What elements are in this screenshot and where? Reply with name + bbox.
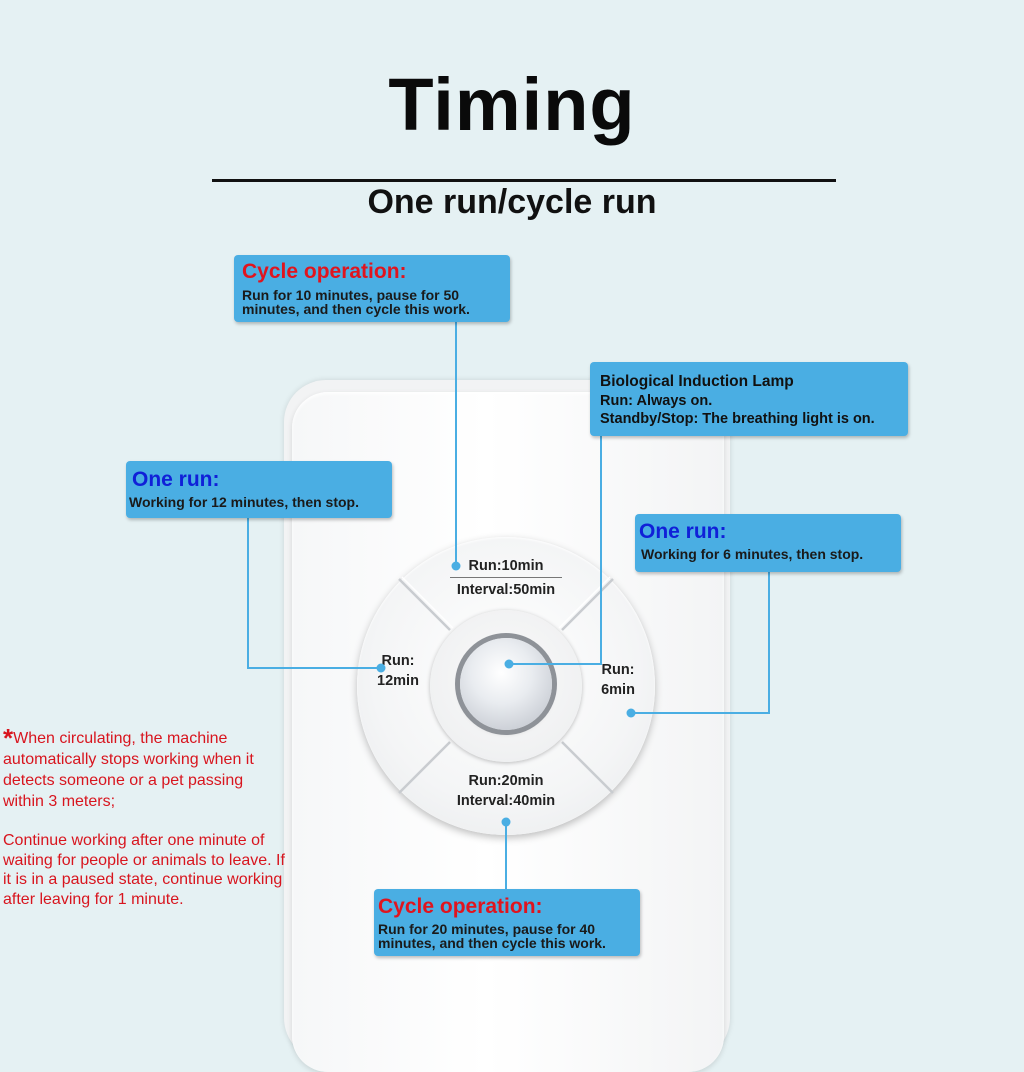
leader-dot-top <box>451 561 461 571</box>
button-right-line2: 6min <box>601 682 635 698</box>
button-left-line1: Run: <box>381 653 415 669</box>
leader-dot-left <box>376 663 386 673</box>
leader-dot-lamp <box>504 659 514 669</box>
callout-lamp-title: Biological Induction Lamp <box>600 373 794 390</box>
leader-dot-right <box>626 708 636 718</box>
leader-right <box>631 570 770 714</box>
title-divider <box>212 179 836 182</box>
callout-one-run-left: One run: Working for 12 minutes, then st… <box>126 461 392 518</box>
callout-one-run-right-head: One run: <box>639 520 727 543</box>
callout-cycle-bottom-body: Run for 20 minutes, pause for 40 minutes… <box>378 921 606 951</box>
note-circulating: *When circulating, the machine automatic… <box>3 725 288 812</box>
note-asterisk: * <box>3 723 14 753</box>
button-top-separator <box>450 577 562 578</box>
button-right-line1: Run: <box>601 662 635 678</box>
button-bottom-run: Run:20min <box>468 773 544 789</box>
button-top-label[interactable]: Run:10min Interval:50min <box>450 556 562 600</box>
leader-dot-bottom <box>501 817 511 827</box>
induction-lamp <box>460 638 552 730</box>
callout-cycle-top: Cycle operation: Run for 10 minutes, pau… <box>234 255 510 322</box>
button-left-line2: 12min <box>377 673 419 689</box>
page-subtitle: One run/cycle run <box>367 183 657 221</box>
callout-lamp-line1: Run: Always on. <box>600 393 713 409</box>
button-bottom-label[interactable]: Run:20min Interval:40min <box>446 771 566 811</box>
callout-cycle-bottom-head: Cycle operation: <box>378 895 543 918</box>
note-continue: Continue working after one minute of wai… <box>3 832 285 908</box>
callout-one-run-left-head: One run: <box>132 468 220 491</box>
callout-cycle-bottom: Cycle operation: Run for 20 minutes, pau… <box>374 889 640 956</box>
callout-cycle-top-head: Cycle operation: <box>242 260 407 283</box>
callout-one-run-right: One run: Working for 6 minutes, then sto… <box>635 514 901 572</box>
callout-cycle-top-body: Run for 10 minutes, pause for 50 minutes… <box>242 287 470 317</box>
leader-lamp <box>509 436 602 665</box>
callout-lamp: Biological Induction Lamp Run: Always on… <box>590 362 908 436</box>
button-bottom-interval: Interval:40min <box>456 793 556 809</box>
page-title: Timing <box>388 63 636 146</box>
leader-left <box>247 518 381 669</box>
callout-leader-lines <box>247 322 770 889</box>
callout-lamp-line2: Standby/Stop: The breathing light is on. <box>600 411 875 427</box>
dial-dividers <box>398 576 614 794</box>
button-right-label[interactable]: Run: 6min <box>588 660 648 700</box>
button-top-run: Run:10min <box>468 558 544 574</box>
callout-one-run-left-body: Working for 12 minutes, then stop. <box>129 494 359 510</box>
button-left-label[interactable]: Run: 12min <box>366 651 430 691</box>
callout-one-run-right-body: Working for 6 minutes, then stop. <box>641 546 864 562</box>
button-top-interval: Interval:50min <box>456 582 556 598</box>
note-p1: When circulating, the machine automatica… <box>3 730 254 810</box>
